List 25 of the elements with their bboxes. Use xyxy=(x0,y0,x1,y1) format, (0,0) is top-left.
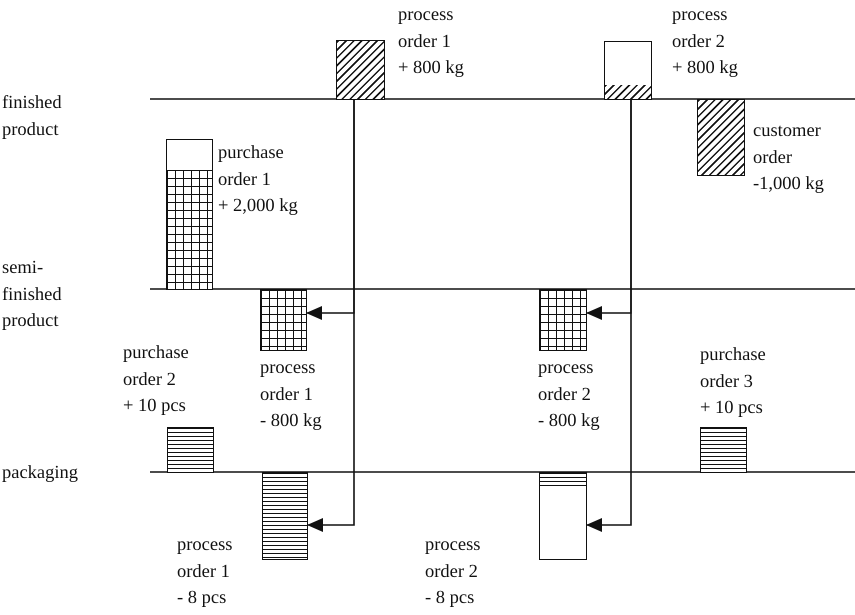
order-label: process order 1 + 800 kg xyxy=(398,4,464,80)
arrow xyxy=(586,100,632,532)
stock-bar xyxy=(539,289,587,351)
order-label: process order 2 - 800 kg xyxy=(538,357,600,433)
stock-bar xyxy=(260,289,307,351)
order-label: purchase order 3 + 10 pcs xyxy=(700,344,766,420)
row-label: semi-finished product xyxy=(2,257,63,333)
stock-bar xyxy=(167,427,214,473)
order-label: purchase order 1 + 2,000 kg xyxy=(218,142,298,218)
stock-bar xyxy=(604,41,652,100)
stock-bar xyxy=(539,472,587,560)
order-label: process order 2 - 8 pcs xyxy=(425,534,480,610)
order-label: process order 1 - 800 kg xyxy=(260,357,322,433)
stock-bar xyxy=(700,427,747,473)
stock-bar xyxy=(166,139,213,290)
row-label: finished product xyxy=(2,92,63,142)
stock-bar xyxy=(336,40,385,100)
stock-bar xyxy=(262,472,308,560)
order-label: process order 2 + 800 kg xyxy=(672,4,738,80)
order-label: process order 1 - 8 pcs xyxy=(177,534,232,610)
row-label: packaging xyxy=(2,462,80,485)
order-label: customer order -1,000 kg xyxy=(753,120,824,196)
stock-bar xyxy=(697,99,745,176)
order-label: purchase order 2 + 10 pcs xyxy=(123,342,189,418)
arrow xyxy=(307,100,355,532)
